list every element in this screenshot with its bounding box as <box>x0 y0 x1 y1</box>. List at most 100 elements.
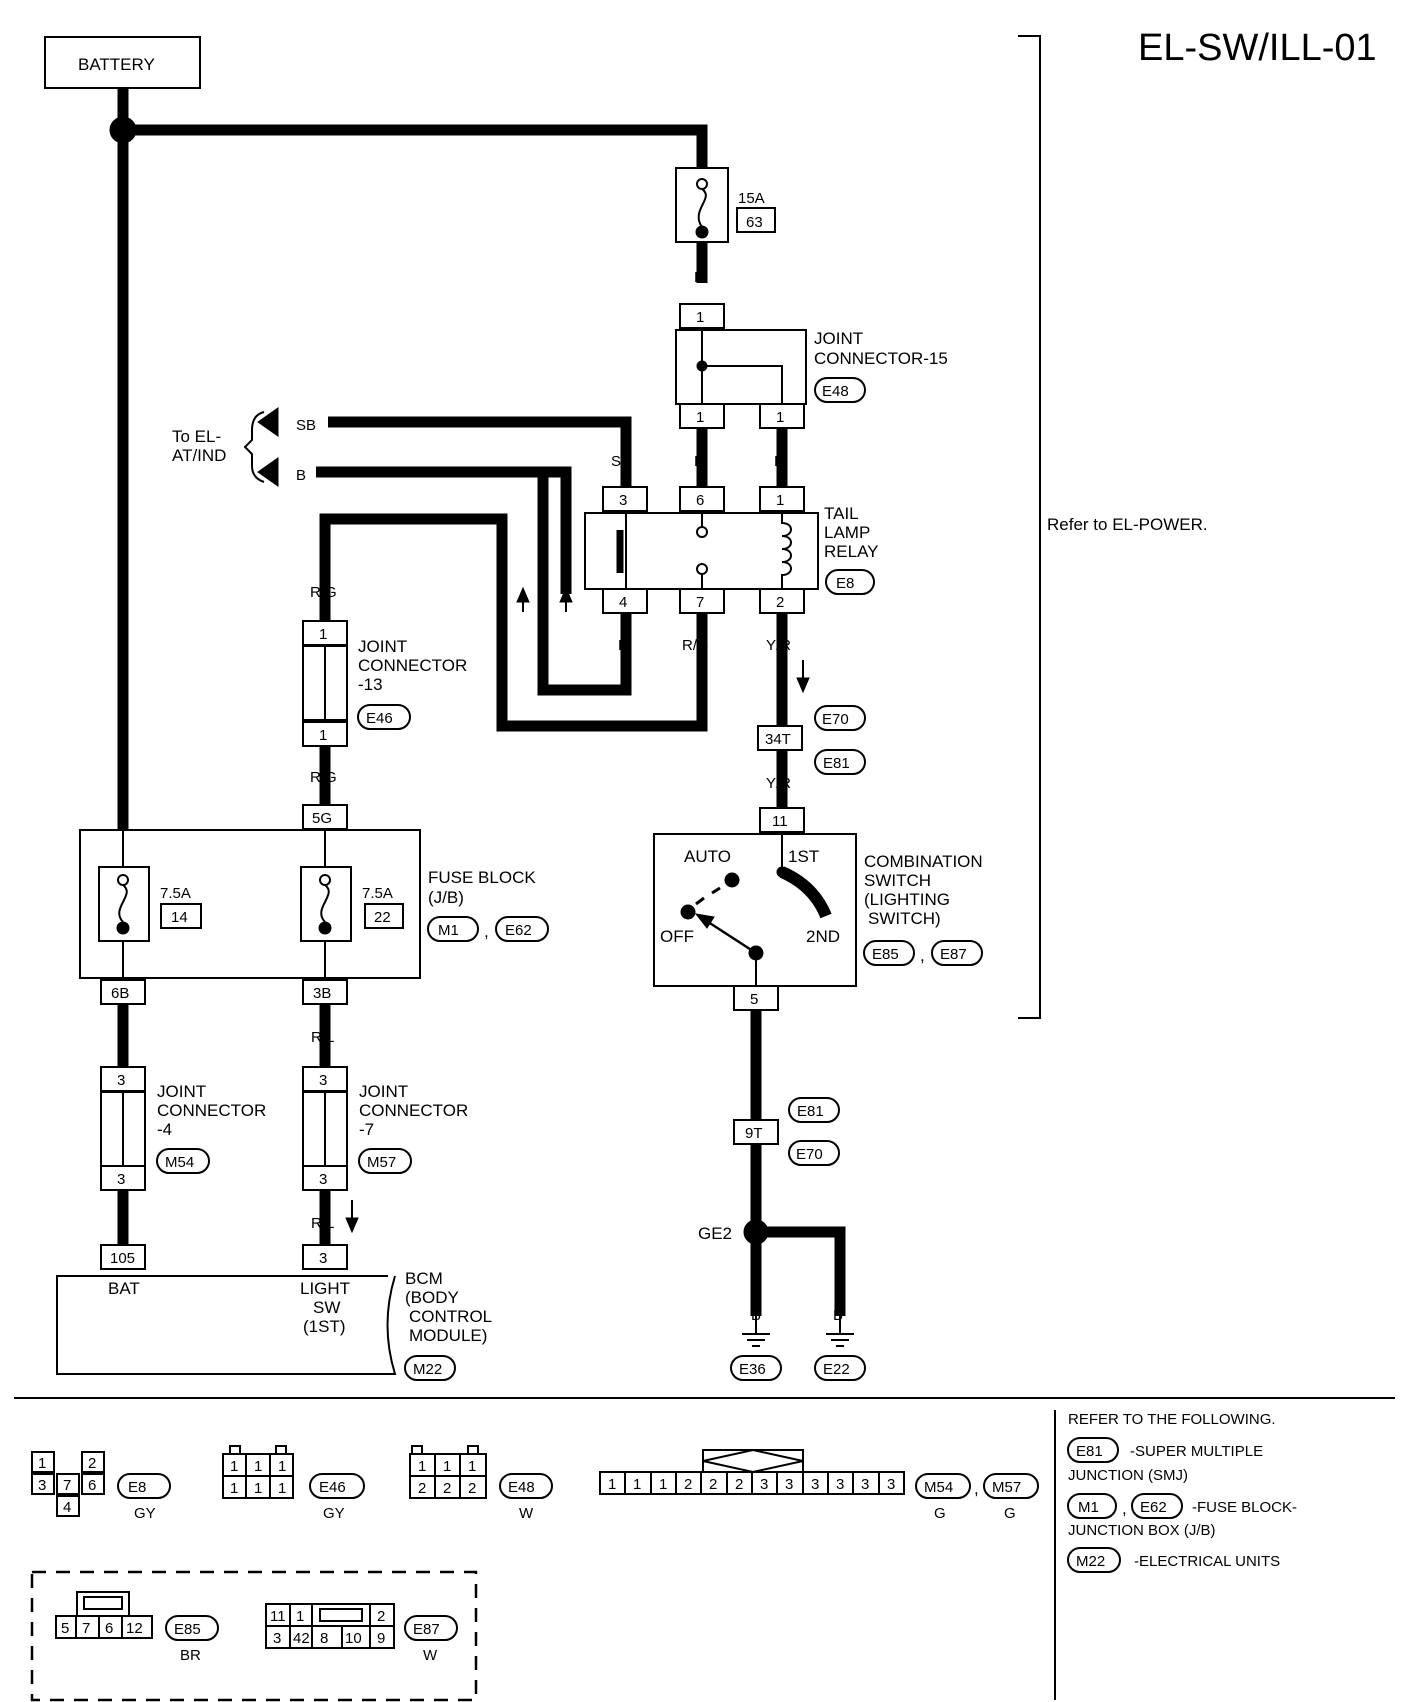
to-el-line1: To EL- <box>172 427 221 446</box>
legend-e46-face: 1 1 1 1 1 1 <box>222 1445 294 1499</box>
legend-e85-cell-3: 6 <box>105 1620 113 1637</box>
legend-m54-cell-2: 1 <box>633 1476 641 1493</box>
ground-symbol-1 <box>742 1316 770 1347</box>
wire-color-sb-2: SB <box>611 453 631 470</box>
legend-m54-cell-9: 3 <box>811 1476 819 1493</box>
jc15-node <box>696 360 708 372</box>
legend-e48-conn: E48 <box>508 1479 535 1496</box>
bcm-conn: M22 <box>413 1361 442 1378</box>
legend-e87-pill <box>404 1615 458 1641</box>
wire-b-ground-2 <box>756 1226 846 1316</box>
legend-r2-comma: , <box>1122 1499 1127 1518</box>
jc4-name-2: CONNECTOR <box>157 1101 266 1120</box>
fb-pin-5g <box>302 804 348 830</box>
legend-m54-face: 1 1 1 2 2 2 3 3 3 3 3 3 <box>599 1448 905 1495</box>
ground-e22-pill <box>814 1355 866 1381</box>
arrow-b <box>257 457 279 487</box>
relay-conn-pill <box>825 569 875 595</box>
relay-name-3: RELAY <box>824 542 879 561</box>
legend-e8-face: 1 2 3 7 6 4 <box>31 1451 105 1517</box>
legend-e48-cell-1: 1 <box>418 1458 426 1475</box>
legend-e8-conn: E8 <box>128 1479 146 1496</box>
bcm-light-2: SW <box>313 1298 340 1317</box>
smj-pin-34t-label: 34T <box>765 731 791 748</box>
legend-m54-color: G <box>934 1505 946 1522</box>
legend-m54-cell-8: 3 <box>785 1476 793 1493</box>
bcm-bat: BAT <box>108 1279 140 1298</box>
fuse-14-bottom-terminal <box>116 921 130 935</box>
wire-color-rg-2: R/G <box>310 584 337 601</box>
jc15-pin-top <box>679 303 725 329</box>
fuseblock-conn1: M1 <box>438 922 459 939</box>
battery-box <box>44 36 201 89</box>
wire-color-p-1: P <box>117 1029 127 1046</box>
fuseblock-name-2: (J/B) <box>428 888 464 907</box>
jc15-name-2: CONNECTOR-15 <box>814 349 948 368</box>
legend-e87-cell-1: 11 <box>270 1608 286 1625</box>
legend-m54-cell-6: 2 <box>735 1476 743 1493</box>
jc13-name-2: CONNECTOR <box>358 656 467 675</box>
legend-e87-cell-2: 1 <box>296 1608 304 1625</box>
legend-e48-cell-2: 1 <box>443 1458 451 1475</box>
page-id: EL-SW/ILL-01 <box>1138 27 1377 69</box>
jc13-name-3: -13 <box>358 675 383 694</box>
jc13-conn: E46 <box>366 710 393 727</box>
ground-e22: E22 <box>823 1361 850 1378</box>
legend-r3-pill <box>1067 1547 1121 1573</box>
ground-e36: E36 <box>739 1361 766 1378</box>
combo-conn2: E87 <box>940 946 967 963</box>
legend-e87-cell-4: 3 <box>273 1630 281 1647</box>
combo-contact-off <box>680 904 696 920</box>
wire-color-r-3: R <box>774 453 785 470</box>
fuse-22-bottom-terminal <box>318 921 332 935</box>
legend-e46-pill <box>309 1473 365 1499</box>
bcm-pin-105 <box>100 1244 146 1270</box>
legend-m54-cell-1: 1 <box>608 1476 616 1493</box>
legend-e48-pill <box>499 1473 553 1499</box>
fuseblock-conn2-pill <box>495 916 549 942</box>
legend-e46-cell-1: 1 <box>230 1458 238 1475</box>
legend-m57-color: G <box>1004 1505 1016 1522</box>
bcm-pin-3-label: 3 <box>319 1250 327 1267</box>
fb-pin-6b <box>100 979 146 1005</box>
ground-symbol-2 <box>826 1316 854 1347</box>
fuse-14-num: 14 <box>171 909 188 926</box>
flow-arrow-yr <box>796 677 810 694</box>
legend-r1-conn: E81 <box>1076 1443 1103 1460</box>
smj2-conn-a-pill <box>788 1097 840 1123</box>
fb-pin-5g-label: 5G <box>312 810 332 827</box>
smj-pin-34t <box>757 725 803 751</box>
legend-e87-cell-5: 42 <box>293 1630 310 1647</box>
jc4-pin-bottom-label: 3 <box>117 1171 125 1188</box>
jc4-pin-top <box>100 1066 146 1092</box>
smj2-conn-b-pill <box>788 1140 840 1166</box>
legend-e8-pill <box>117 1473 171 1499</box>
combo-dash <box>695 886 721 906</box>
legend-e8-cell-5: 6 <box>88 1477 96 1494</box>
fuseblock-name-1: FUSE BLOCK <box>428 868 536 887</box>
wire-b-up <box>316 466 572 594</box>
jc13-conn-pill <box>357 704 411 730</box>
legend-e87-cell-3: 2 <box>377 1608 385 1625</box>
fuse-14-rating: 7.5A <box>160 885 191 902</box>
combo-pos-2nd: 2ND <box>806 927 840 946</box>
legend-r2-conn1: M1 <box>1078 1499 1099 1516</box>
wire-b-relay4 <box>537 472 632 696</box>
fb-pin-3b-label: 3B <box>313 985 331 1002</box>
wire-color-b-4: B <box>751 1165 761 1182</box>
legend-e8-cell-2: 2 <box>88 1455 96 1472</box>
combo-pin-5-label: 5 <box>750 991 758 1008</box>
combo-name-1: COMBINATION <box>864 852 983 871</box>
legend-e8-cell-3: 3 <box>38 1477 46 1494</box>
fb-pin-3b <box>302 979 348 1005</box>
fuse-14-num-box <box>160 903 202 929</box>
jc15-pin-bl-label: 1 <box>696 409 704 426</box>
to-el-brace <box>243 411 265 483</box>
combo-comma: , <box>920 946 925 965</box>
jc15-name-1: JOINT <box>814 329 863 348</box>
legend-e8-cell-4: 7 <box>63 1477 71 1494</box>
legend-m54-cell-3: 1 <box>659 1476 667 1493</box>
jc13-name-1: JOINT <box>358 637 407 656</box>
jc7-pin-top-label: 3 <box>319 1072 327 1089</box>
